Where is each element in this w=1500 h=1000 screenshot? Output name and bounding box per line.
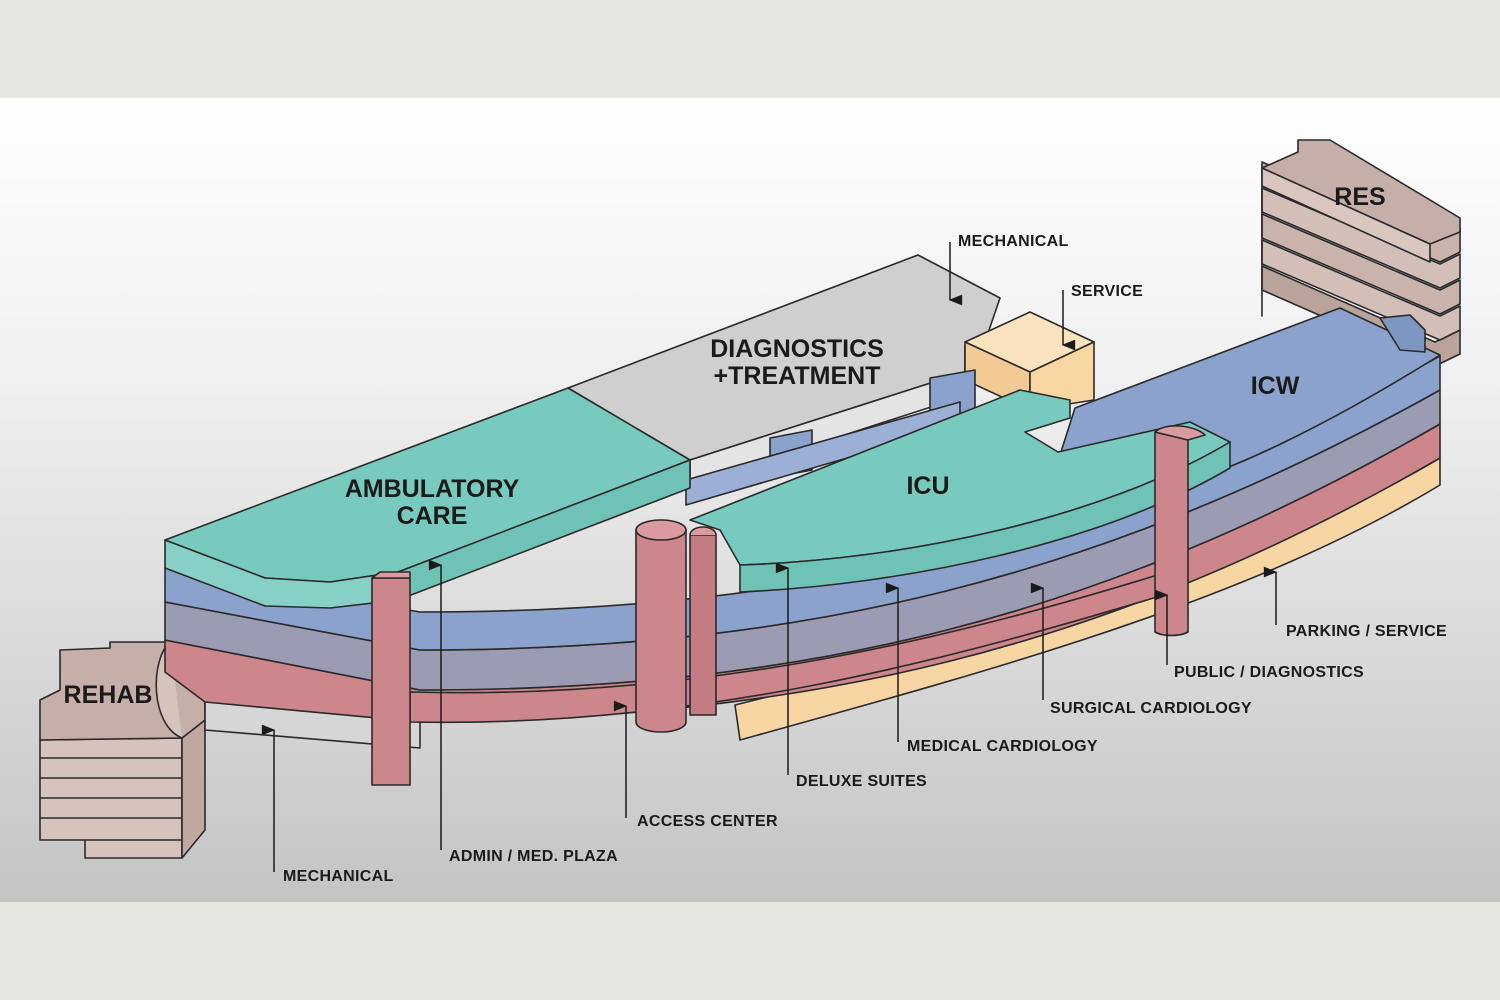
top-band (0, 0, 1500, 98)
diagnostics-treatment-block: DIAGNOSTICS +TREATMENT (567, 254, 1001, 486)
callout-labels: MECHANICAL SERVICE PARKING / SERVICE PUB… (283, 233, 1447, 885)
circulation-cores (371, 425, 1206, 786)
diagnostics-label-line2: +TREATMENT (714, 362, 881, 390)
label-surgical-cardiology: SURGICAL CARDIOLOGY (1050, 700, 1252, 717)
connector-bridges (685, 369, 976, 506)
res-building: RES (1261, 139, 1461, 367)
bottom-band (0, 902, 1500, 1000)
label-parking-service: PARKING / SERVICE (1286, 623, 1447, 640)
diagnostics-label-line1: DIAGNOSTICS (710, 335, 884, 363)
label-public-diagnostics: PUBLIC / DIAGNOSTICS (1174, 664, 1364, 681)
callout-arrows (261, 242, 1278, 872)
res-label: RES (1334, 183, 1385, 211)
icu-block: ICU (689, 389, 1231, 593)
label-mechanical-bottom: MECHANICAL (283, 868, 394, 885)
label-medical-cardiology: MEDICAL CARDIOLOGY (907, 738, 1098, 755)
label-admin-med-plaza: ADMIN / MED. PLAZA (449, 848, 618, 865)
ambulatory-label-line2: CARE (397, 502, 468, 530)
icu-label: ICU (906, 472, 949, 500)
rehab-label: REHAB (64, 681, 153, 709)
rehab-building: REHAB (39, 641, 206, 859)
icw-label: ICW (1251, 372, 1300, 400)
label-access-center: ACCESS CENTER (637, 813, 778, 830)
label-deluxe-suites: DELUXE SUITES (796, 773, 927, 790)
label-service: SERVICE (1071, 283, 1143, 300)
label-mechanical-top: MECHANICAL (958, 233, 1069, 250)
ambulatory-label-line1: AMBULATORY (345, 475, 520, 503)
